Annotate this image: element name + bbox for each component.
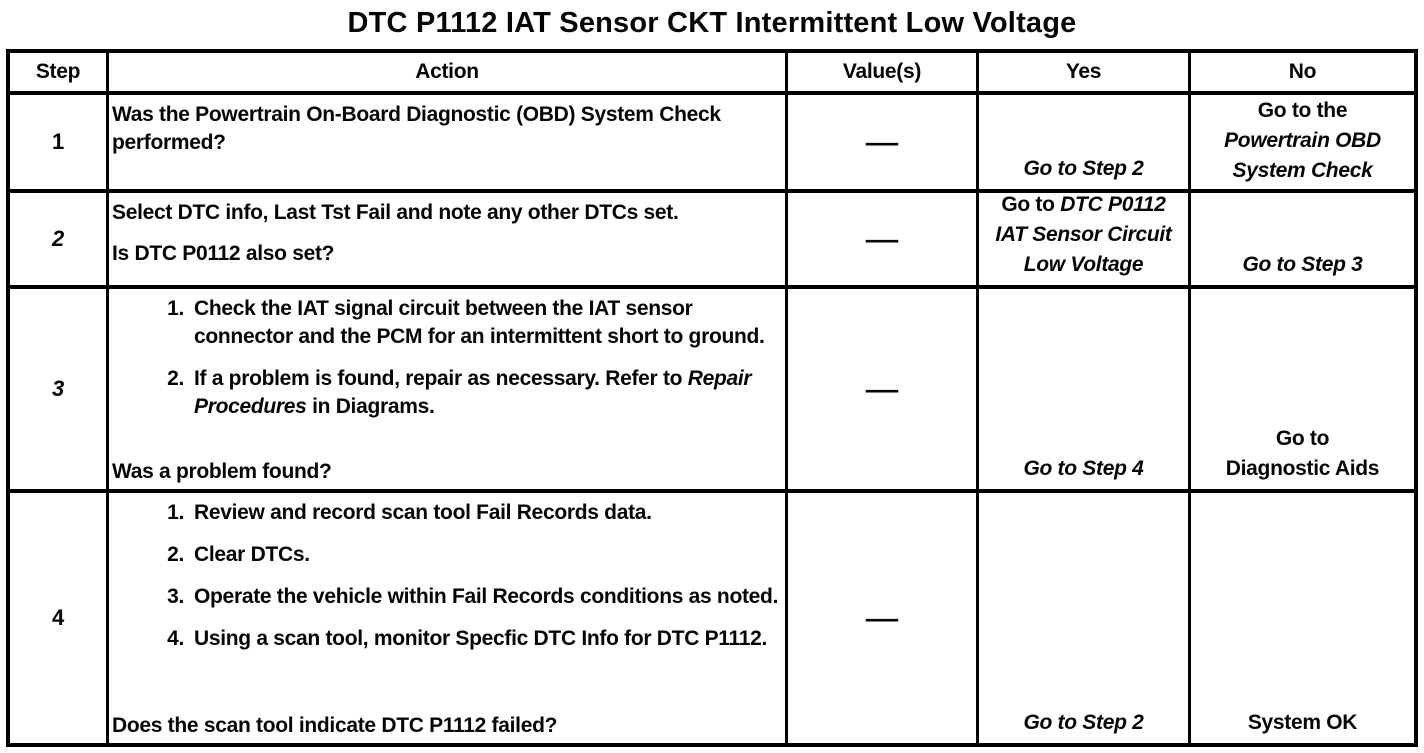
col-header-yes: Yes (979, 53, 1191, 95)
text: Go to the (1257, 99, 1348, 122)
list-text: Operate the vehicle within Fail Records … (194, 583, 781, 611)
step-number: 2 (52, 226, 64, 251)
yes-cell: Go to Step 2 (979, 95, 1191, 193)
value-cell: — (788, 193, 979, 289)
step-cell: 1 (10, 95, 109, 193)
value-dash: — (865, 223, 899, 254)
value-cell: — (788, 95, 979, 193)
list-text: Using a scan tool, monitor Specfic DTC I… (194, 625, 781, 653)
cell-line: Go to (1275, 424, 1330, 454)
text: Diagnostic Aids (1225, 457, 1380, 480)
italic-text: Go to Step 2 (1023, 711, 1144, 734)
action-paragraph: Was the Powertrain On-Board Diagnostic (… (112, 101, 781, 157)
action-list-item: 2. If a problem is found, repair as neces… (112, 365, 781, 421)
value-dash: — (865, 373, 899, 404)
value-dash: — (865, 126, 899, 157)
col-header-values: Value(s) (788, 53, 979, 95)
action-cell: Was the Powertrain On-Board Diagnostic (… (109, 95, 788, 193)
step-number: 1 (52, 129, 64, 154)
scanned-page: DTC P1112 IAT Sensor CKT Intermittent Lo… (0, 7, 1424, 747)
text: Go to (1275, 427, 1330, 450)
italic-text: Go to Step 2 (1023, 157, 1144, 180)
cell-line: Diagnostic Aids (1225, 454, 1380, 484)
step-cell: 3 (10, 289, 109, 493)
text: Was the Powertrain On-Board Diagnostic (… (112, 103, 721, 154)
cell-line: System OK (1247, 708, 1358, 738)
text: in Diagrams. (306, 395, 435, 418)
list-number: 2. (167, 543, 184, 566)
italic-text: Powertrain OBD (1224, 129, 1381, 152)
no-cell: Go to Diagnostic Aids (1191, 289, 1414, 493)
text: Go to (1001, 193, 1061, 216)
cell-line: IAT Sensor Circuit (995, 220, 1172, 250)
step-number: 3 (52, 376, 64, 401)
cell-line: Go to Step 4 (1023, 454, 1143, 484)
value-dash: — (865, 602, 899, 633)
italic-text: Repair Procedures (194, 367, 752, 418)
cell-line: Go to Step 2 (1023, 154, 1143, 184)
no-cell: System OK (1191, 493, 1414, 743)
text: Using a scan tool, monitor Specfic DTC I… (194, 627, 768, 650)
cell-line: Go to DTC P0112 (1001, 193, 1166, 220)
yes-cell: Go to Step 2 (979, 493, 1191, 743)
col-header-action: Action (109, 53, 788, 95)
col-header-no: No (1191, 53, 1414, 95)
cell-line: Low Voltage (1024, 250, 1144, 280)
list-text: If a problem is found, repair as necessa… (194, 365, 781, 421)
cell-line: System Check (1233, 156, 1373, 186)
list-text: Clear DTCs. (194, 541, 781, 569)
cell-line: Go to Step 3 (1242, 250, 1362, 280)
list-number: 3. (167, 585, 184, 608)
action-cell: 1. Check the IAT signal circuit between t… (109, 289, 788, 493)
page-title: DTC P1112 IAT Sensor CKT Intermittent Lo… (347, 7, 1077, 39)
action-cell: Select DTC info, Last Tst Fail and note … (109, 193, 788, 289)
list-number: 1. (167, 501, 184, 524)
value-cell: — (788, 289, 979, 493)
italic-text: DTC P0112 (1060, 193, 1166, 216)
italic-text: Go to Step 3 (1242, 253, 1363, 276)
list-number: 1. (167, 297, 184, 320)
action-question: Was a problem found? (112, 458, 781, 486)
list-number: 2. (167, 367, 184, 390)
list-text: Check the IAT signal circuit between the… (194, 295, 781, 351)
col-header-step: Step (10, 53, 109, 95)
action-list-item: 4. Using a scan tool, monitor Specfic DTC… (112, 625, 781, 653)
cell-line: Go to the (1257, 96, 1348, 126)
text: Operate the vehicle within Fail Records … (194, 585, 779, 608)
step-number: 4 (52, 605, 64, 630)
text: Clear DTCs. (194, 543, 310, 566)
step-cell: 4 (10, 493, 109, 743)
text: Select DTC info, Last Tst Fail and note … (112, 201, 679, 224)
action-list-item: 2. Clear DTCs. (112, 541, 781, 569)
italic-text: Low Voltage (1023, 253, 1144, 276)
action-cell: 1. Review and record scan tool Fail Recor… (109, 493, 788, 743)
action-paragraph: Is DTC P0112 also set? (112, 240, 781, 268)
value-cell: — (788, 493, 979, 743)
text: Does the scan tool indicate DTC P1112 fa… (112, 714, 558, 737)
action-paragraph: Select DTC info, Last Tst Fail and note … (112, 199, 781, 227)
italic-text: System Check (1232, 159, 1373, 182)
text: Was a problem found? (112, 460, 332, 483)
action-list-item: 3. Operate the vehicle within Fail Record… (112, 583, 781, 611)
text: Check the IAT signal circuit between the… (194, 297, 765, 348)
yes-cell: Go to Step 4 (979, 289, 1191, 493)
no-cell: Go to Step 3 (1191, 193, 1414, 289)
italic-text: Go to Step 4 (1023, 457, 1144, 480)
action-question: Does the scan tool indicate DTC P1112 fa… (112, 712, 781, 740)
text: Is DTC P0112 also set? (112, 242, 335, 265)
text: Review and record scan tool Fail Records… (194, 501, 652, 524)
step-cell: 2 (10, 193, 109, 289)
list-text: Review and record scan tool Fail Records… (194, 499, 781, 527)
action-list-item: 1. Check the IAT signal circuit between t… (112, 295, 781, 351)
cell-line: Go to Step 2 (1023, 708, 1143, 738)
action-list-item: 1. Review and record scan tool Fail Recor… (112, 499, 781, 527)
italic-text: IAT Sensor Circuit (995, 223, 1172, 246)
cell-line: Powertrain OBD (1224, 126, 1381, 156)
text: If a problem is found, repair as necessa… (194, 367, 688, 390)
text: System OK (1247, 711, 1358, 734)
diagnostic-table: Step Action Value(s) Yes No 1 Was the Pow… (6, 49, 1418, 747)
list-number: 4. (167, 627, 184, 650)
